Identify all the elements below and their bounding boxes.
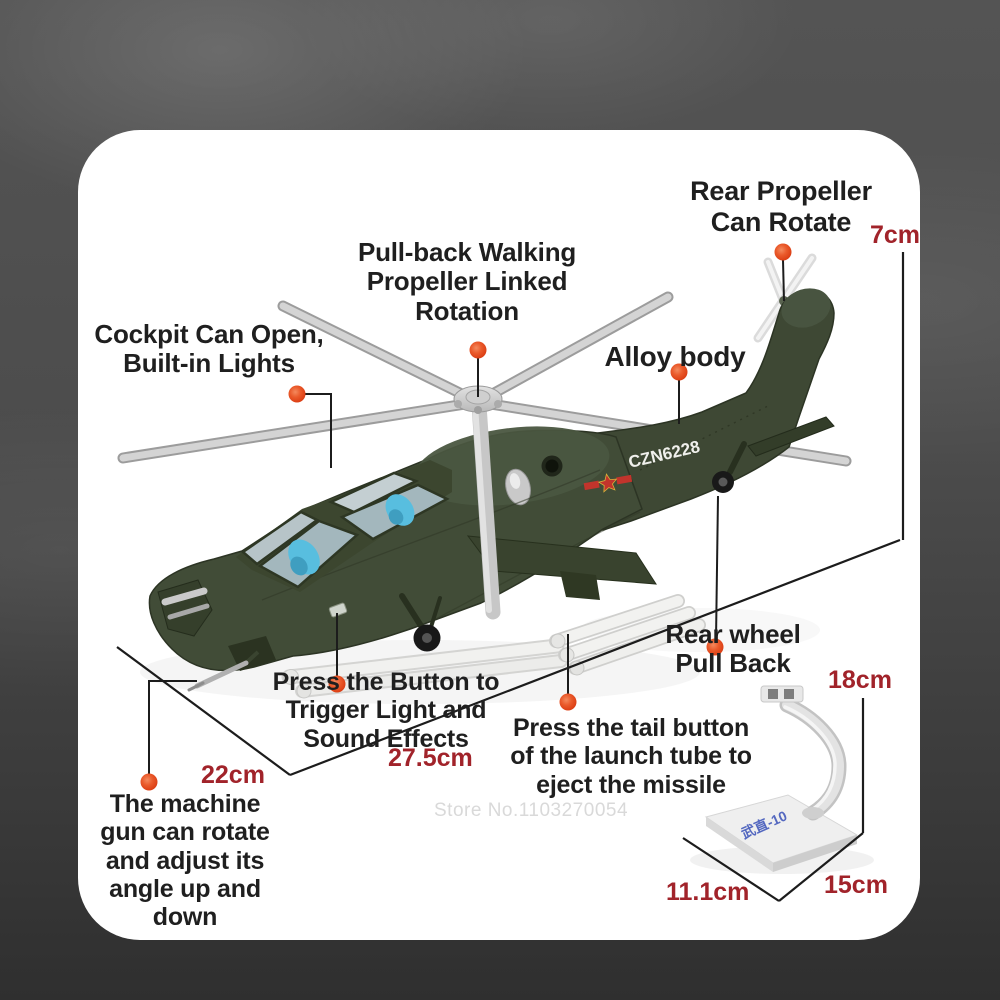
main-rotor-front-blade <box>453 385 503 620</box>
label-pull-back-rotation: Pull-back Walking Propeller Linked Rotat… <box>357 237 577 326</box>
dimension-body-width: 22cm <box>201 761 265 789</box>
dimension-stand-height: 18cm <box>828 666 892 694</box>
dimension-tail-height: 7cm <box>870 221 921 249</box>
feature-dot <box>140 773 158 791</box>
canopy <box>236 460 452 592</box>
label-rear-propeller: Rear Propeller Can Rotate <box>690 176 872 237</box>
landing-gear <box>399 593 442 652</box>
dimension-base-length: 15cm <box>824 871 888 899</box>
stand-clamp <box>760 685 804 703</box>
feature-dots <box>140 243 792 791</box>
machine-gun-barrel <box>194 660 249 689</box>
dimension-lines <box>116 252 905 902</box>
feature-dot <box>288 385 306 403</box>
label-alloy-body: Alloy body <box>604 341 746 372</box>
store-watermark: Store No.1103270054 <box>434 800 629 821</box>
feature-dot <box>670 363 688 381</box>
leader-lines <box>148 259 785 775</box>
feature-dot <box>328 675 346 693</box>
nose-gun <box>157 579 276 692</box>
dimension-base-width: 11.1cm <box>666 878 750 906</box>
star-insignia <box>597 473 618 493</box>
dimension-line-27-5cm <box>289 538 901 777</box>
feature-dot <box>469 341 487 359</box>
dimension-body-length: 27.5cm <box>388 744 473 772</box>
label-tail-button: Press the tail button of the launch tube… <box>510 714 752 799</box>
feature-dot <box>706 638 724 656</box>
dimension-line-22cm <box>116 646 291 776</box>
feature-dot <box>559 693 577 711</box>
feature-dot <box>774 243 792 261</box>
tail-boom <box>593 288 835 531</box>
display-stand: 武直-10 <box>704 685 859 872</box>
dimension-line-11-1cm <box>682 837 780 902</box>
dimension-line-15cm <box>778 832 864 902</box>
label-machine-gun: The machine gun can rotate and adjust it… <box>100 790 270 931</box>
label-press-button: Press the Button to Trigger Light and So… <box>272 668 500 753</box>
weapon-pods <box>281 535 706 699</box>
label-cockpit: Cockpit Can Open, Built-in Lights <box>94 319 324 379</box>
label-rear-wheel: Rear wheel Pull Back <box>665 619 801 679</box>
sound-button <box>328 602 348 618</box>
